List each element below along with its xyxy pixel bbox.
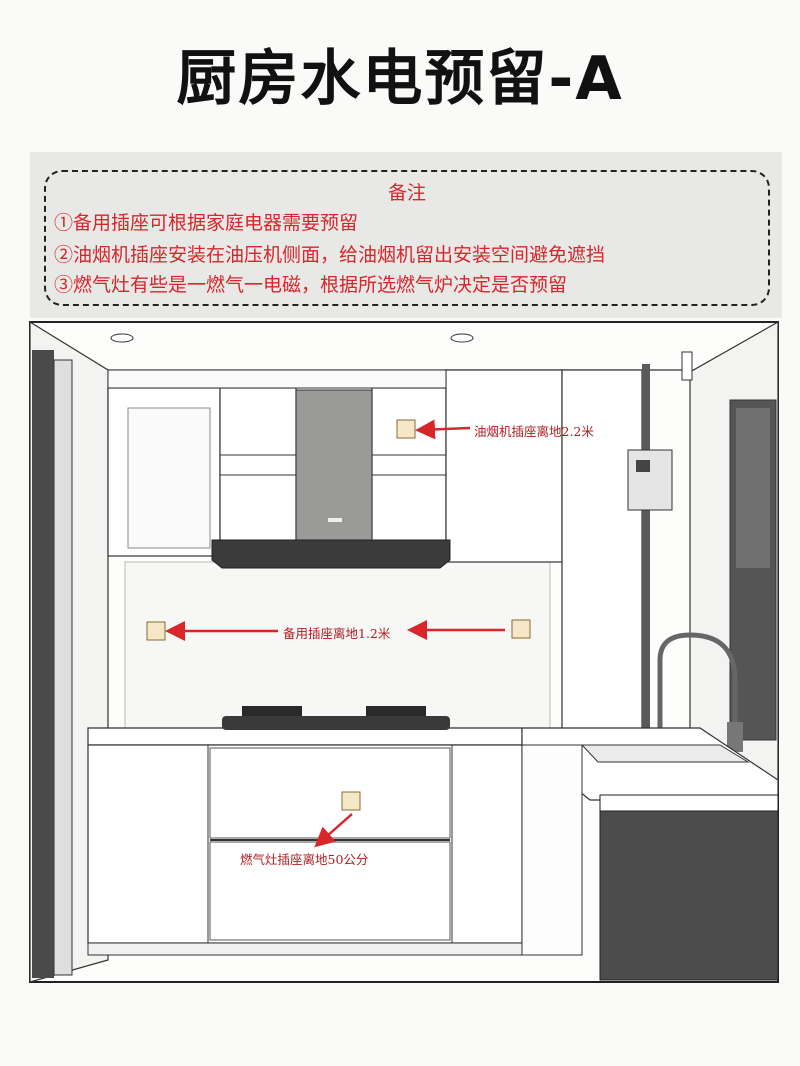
notes-box: 备注 ①备用插座可根据家庭电器需要预留 ②油烟机插座安装在油压机侧面，给油烟机留… — [44, 170, 770, 306]
lower-cabinet-side — [521, 744, 583, 956]
stove-socket-arrow — [314, 813, 353, 848]
backsplash — [124, 561, 551, 731]
door-frame — [32, 350, 54, 978]
upper-cabinet-right — [371, 387, 447, 557]
stove-socket-icon — [341, 791, 361, 811]
countertop-main — [87, 727, 523, 746]
note-item-1: ①备用插座可根据家庭电器需要预留 — [54, 212, 359, 234]
range-hood-chimney — [295, 389, 373, 541]
door-jamb — [53, 359, 73, 976]
notes-panel — [30, 152, 782, 318]
dishwasher — [599, 809, 779, 981]
sink — [580, 744, 750, 763]
hood-socket-arrow — [415, 419, 471, 440]
wall-switch — [681, 351, 693, 381]
upper-cabinet-open — [219, 387, 297, 557]
spare-socket-left-icon — [146, 621, 166, 641]
hood-socket-label: 油烟机插座离地2.2米 — [474, 424, 594, 439]
ceiling-light-2 — [450, 333, 474, 343]
water-pipe — [642, 364, 650, 734]
drawer-upper — [209, 747, 451, 839]
hood-socket-icon — [396, 419, 416, 439]
note-item-2: ②油烟机插座安装在油压机侧面，给油烟机留出安装空间避免遮挡 — [54, 244, 606, 266]
stove-socket-label: 燃气灶插座离地50公分 — [240, 852, 369, 867]
drawer-lower — [209, 841, 451, 941]
spare-socket-label: 备用插座离地1.2米 — [283, 626, 391, 641]
page-title: 厨房水电预留-A — [176, 44, 624, 114]
water-heater — [627, 449, 673, 511]
ceiling-light-1 — [110, 333, 134, 343]
notes-heading: 备注 — [387, 182, 426, 204]
tall-cabinet — [445, 369, 563, 563]
spare-socket-right-icon — [511, 619, 531, 639]
gas-stove — [222, 716, 450, 730]
range-hood — [211, 539, 451, 569]
note-item-3: ③燃气灶有些是一燃气一电磁，根据所选燃气炉决定是否预留 — [54, 274, 568, 296]
faucet — [657, 632, 738, 735]
